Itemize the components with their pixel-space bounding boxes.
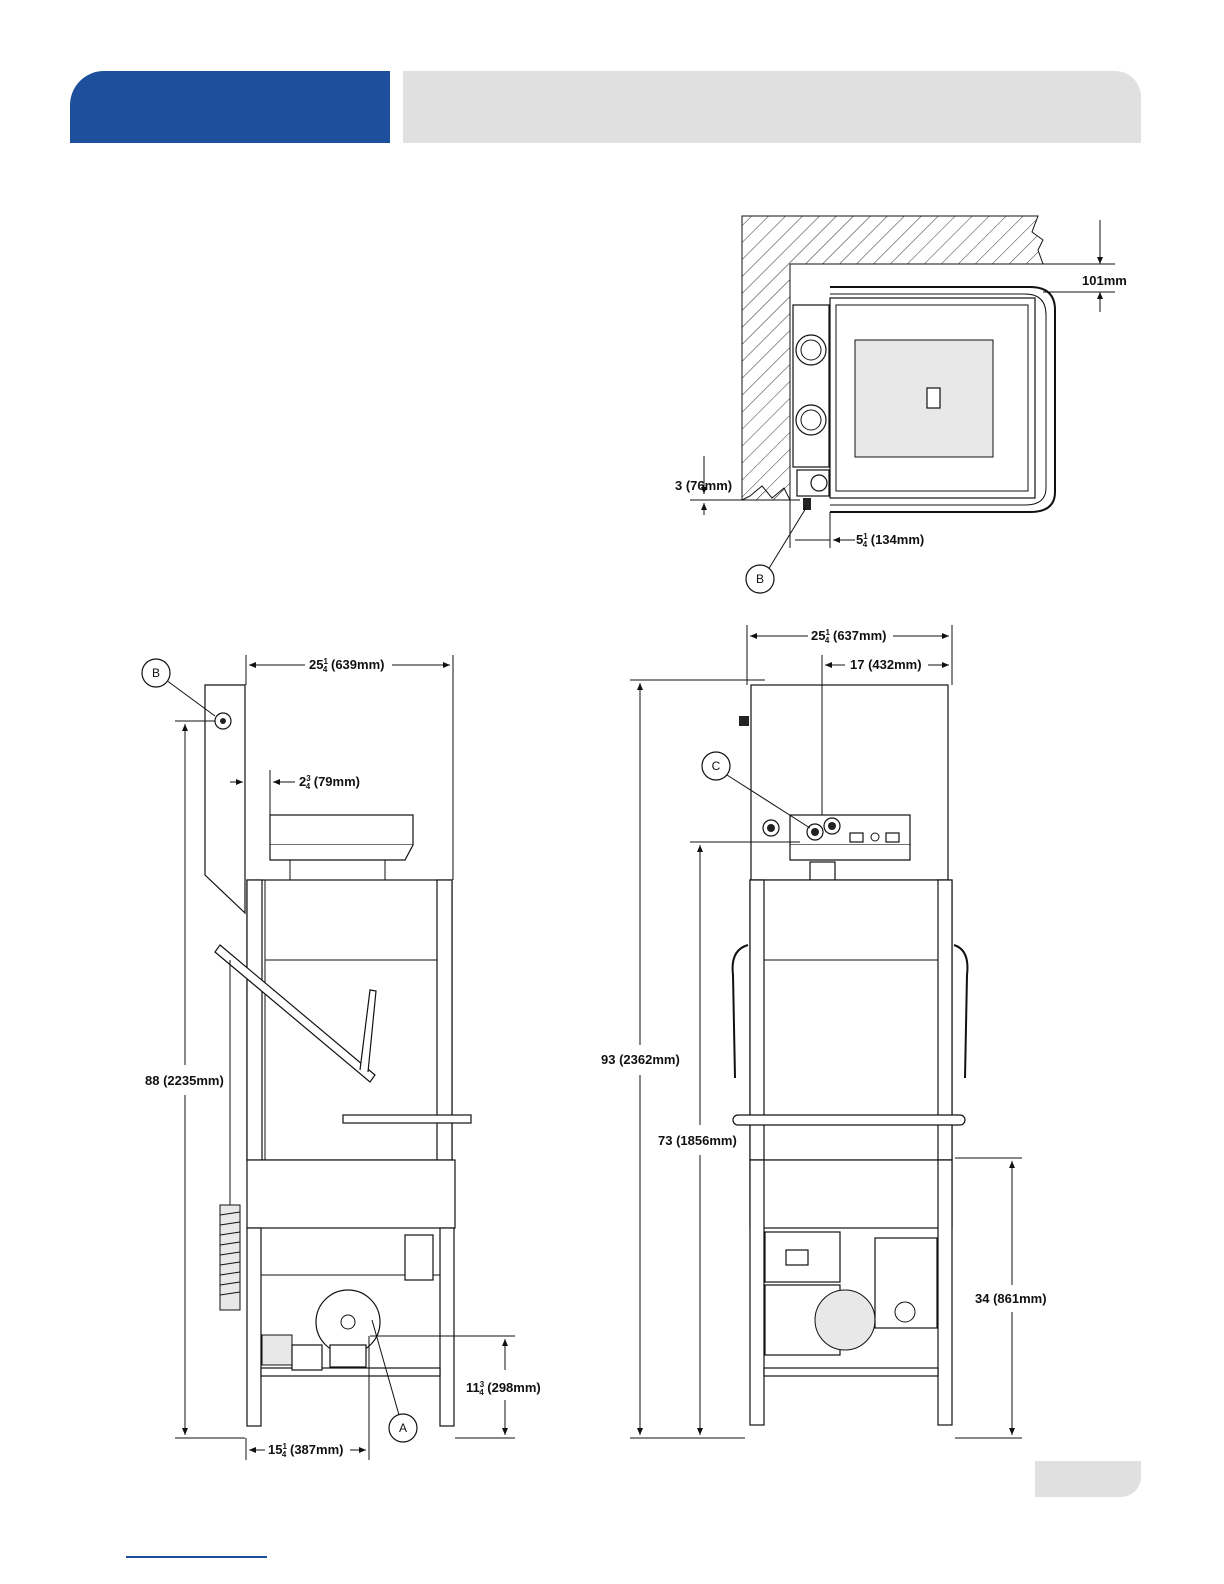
side-tub [247, 1160, 455, 1228]
plan-wall-clearance-label: 101mm [1082, 273, 1127, 288]
front-control-offset-label: 17 (432mm) [850, 657, 922, 672]
plan-side-offset-label: 3 (76mm) [675, 478, 732, 493]
side-control-box [270, 815, 413, 845]
front-table-height-label: 34 (861mm) [975, 1291, 1047, 1306]
plan-hood [855, 340, 993, 457]
side-callout-b: B [152, 666, 160, 680]
front-open-height-label: 73 (1856mm) [658, 1133, 737, 1148]
plan-control-column [793, 305, 829, 467]
front-callout-c: C [712, 759, 721, 773]
side-callout-a: A [399, 1421, 407, 1435]
side-height-label: 88 (2235mm) [145, 1073, 224, 1088]
plan-callout-b: B [756, 572, 764, 586]
front-overall-height-label: 93 (2362mm) [601, 1052, 680, 1067]
